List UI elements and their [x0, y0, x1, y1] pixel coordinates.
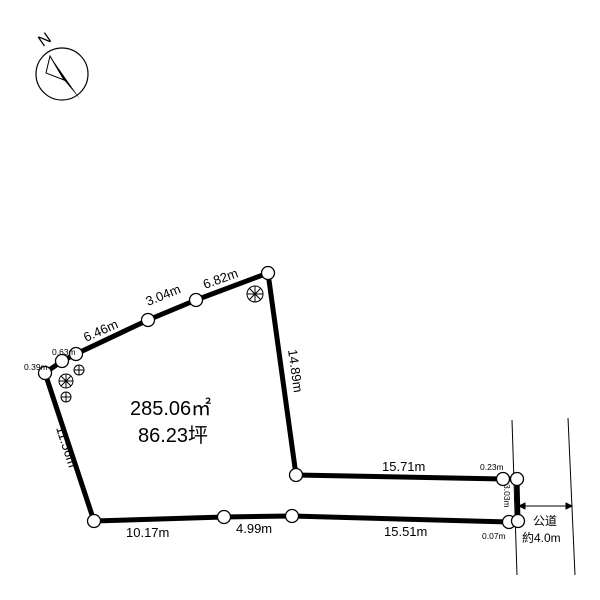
road-width: 約4.0m	[522, 530, 561, 545]
north-arrow-icon	[50, 56, 80, 99]
dim-corner-bottom: 0.07m	[482, 531, 506, 541]
marker	[54, 353, 70, 369]
marker	[68, 346, 84, 362]
tree-icon	[246, 285, 264, 303]
dim-notch-2: 0.63m	[52, 347, 76, 357]
road-arrow-head-right	[565, 502, 574, 510]
marker	[284, 508, 300, 524]
marker	[260, 265, 276, 281]
marker	[86, 513, 102, 529]
plot-boundary	[42, 270, 521, 525]
marker	[288, 467, 304, 483]
tree-symbols	[58, 285, 264, 403]
area-tsubo: 86.23坪	[138, 424, 208, 447]
dim-top-left-2: 3.04m	[144, 281, 183, 308]
dim-left-side: 11.56m	[53, 424, 80, 469]
dim-bottom-2: 4.99m	[236, 521, 272, 536]
dim-inner-horizontal: 15.71m	[382, 459, 425, 474]
marker	[495, 471, 511, 487]
survey-markers	[37, 265, 526, 530]
road-arrow-head-left	[517, 502, 526, 510]
marker	[188, 292, 204, 308]
road-line-right	[567, 417, 576, 576]
marker	[510, 513, 526, 529]
dim-bottom-3: 15.51m	[384, 524, 427, 539]
marker	[509, 471, 525, 487]
dim-bottom-1: 10.17m	[126, 525, 169, 540]
dim-right-diagonal: 14.89m	[285, 348, 306, 393]
area-sqm: 285.06㎡	[130, 396, 211, 420]
dim-notch-1: 0.39m	[24, 362, 48, 372]
tree-icon	[73, 364, 85, 376]
north-label: N	[35, 30, 54, 51]
marker	[37, 365, 53, 381]
marker	[216, 509, 232, 525]
dim-corner-top: 0.23m	[480, 462, 504, 472]
compass: N	[35, 30, 89, 101]
north-arrow-half-icon	[45, 54, 66, 81]
road-line-left	[511, 419, 518, 576]
road-lines	[511, 417, 576, 576]
tree-icon	[60, 391, 72, 403]
road-label: 公道	[533, 514, 557, 528]
tree-icon	[58, 373, 74, 389]
marker	[140, 312, 156, 328]
dim-corner-side: 3.03m	[502, 484, 512, 508]
